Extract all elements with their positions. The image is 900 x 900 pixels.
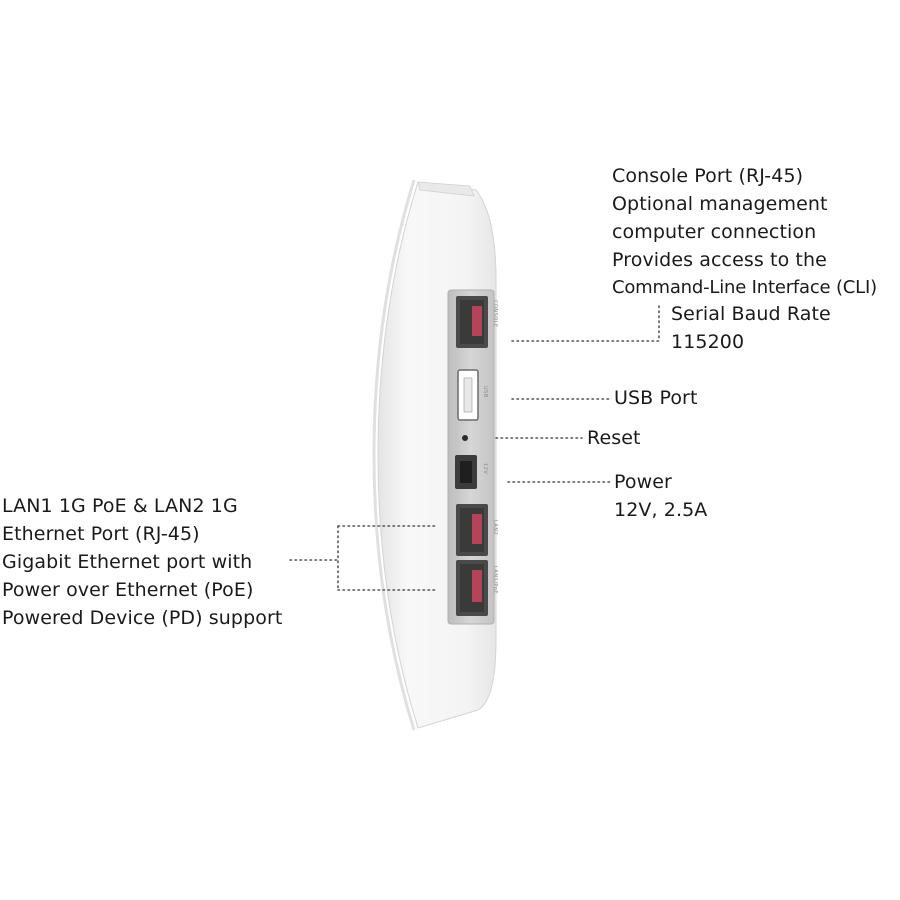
lan1-poe-port[interactable]: LAN1/PoE (456, 560, 498, 616)
callout-line: Powered Device (PD) support (2, 607, 283, 629)
console-port[interactable]: CONSOLE (456, 296, 498, 348)
lan2-port[interactable]: LAN2 (456, 504, 498, 556)
callout-line: Provides access to the (612, 249, 827, 271)
usb-port-callout: USB Port (614, 384, 698, 412)
lan2-port-label: LAN2 (492, 520, 498, 535)
callout-line: Gigabit Ethernet port with (2, 551, 253, 573)
power-callout: Power 12V, 2.5A (614, 468, 707, 524)
callout-line: Serial Baud Rate (671, 303, 831, 325)
callout-line: computer connection (612, 221, 817, 243)
callout-line: 115200 (671, 331, 745, 353)
reset-button[interactable] (462, 435, 468, 441)
callout-line: Optional management (612, 193, 828, 215)
callout-line: 12V, 2.5A (614, 499, 708, 521)
callout-line: Reset (587, 427, 641, 449)
baud-rate-callout: Serial Baud Rate 115200 (671, 300, 831, 356)
usb-port-label: USB (482, 386, 488, 398)
callout-line: USB Port (614, 387, 698, 409)
console-port-label: CONSOLE (492, 300, 498, 328)
lan-ports-callout: LAN1 1G PoE & LAN2 1G Ethernet Port (RJ-… (2, 492, 282, 632)
power-jack-label: 12V (482, 463, 488, 474)
reset-callout: Reset (587, 424, 641, 452)
callout-line: Power over Ethernet (PoE) (2, 579, 254, 601)
usb-port[interactable]: USB (457, 369, 488, 421)
callout-line: Power (614, 471, 672, 493)
lan1-port-label: LAN1/PoE (492, 566, 498, 594)
callout-line: Console Port (RJ-45) (612, 165, 804, 187)
callout-line: Ethernet Port (RJ-45) (2, 523, 200, 545)
console-port-callout: Console Port (RJ-45) Optional management… (612, 162, 877, 302)
power-jack[interactable]: 12V (455, 455, 488, 489)
callout-line: LAN1 1G PoE & LAN2 1G (2, 495, 238, 517)
callout-line: Command-Line Interface (CLI) (612, 277, 877, 298)
